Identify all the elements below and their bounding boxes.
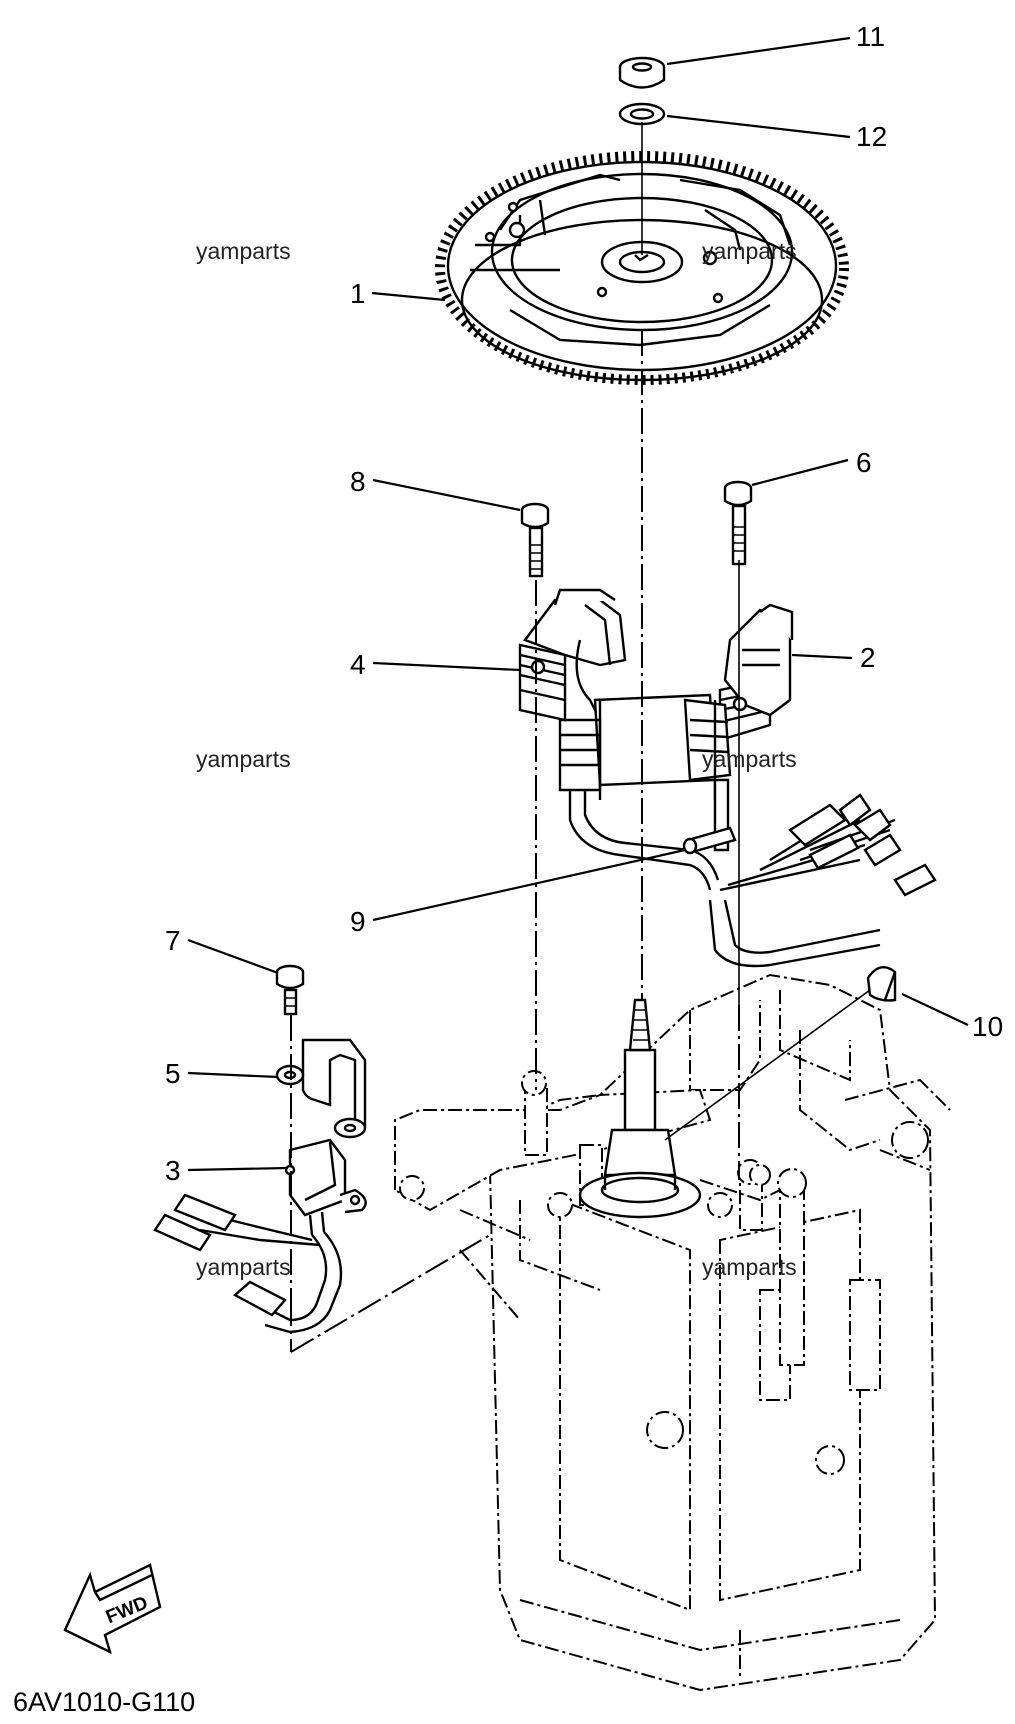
callout-3: 3 [165, 1155, 181, 1186]
part-5-bracket [275, 1038, 367, 1139]
watermark: yamparts [196, 238, 291, 264]
part-12-washer [618, 102, 666, 126]
diagram-code: 6AV1010-G110 [13, 1687, 195, 1717]
watermark: yamparts [702, 238, 797, 264]
callout-7: 7 [165, 925, 181, 956]
watermark: yamparts [702, 1254, 797, 1280]
callout-9: 9 [350, 906, 366, 937]
watermark: yamparts [196, 1254, 291, 1280]
part-4-pulser-coil [518, 588, 627, 722]
callout-4: 4 [350, 649, 366, 680]
engine-block [394, 973, 951, 1692]
part-7-screw [275, 964, 305, 1016]
callout-5: 5 [165, 1058, 181, 1089]
callout-numbers: 11 12 1 8 6 4 2 9 7 10 5 3 [165, 21, 1003, 1186]
part-10-woodruff-key [866, 966, 897, 1002]
callout-2: 2 [860, 642, 876, 673]
callout-leaders [187, 36, 969, 1172]
watermark: yamparts [196, 746, 291, 772]
watermark: yamparts [702, 746, 797, 772]
fwd-direction-arrow: FWD [63, 1563, 162, 1655]
part-11-nut [618, 56, 666, 89]
stator-coil-assembly [558, 693, 937, 968]
part-9-clamp [682, 826, 737, 855]
part-6-bolt [723, 480, 753, 566]
callout-10: 10 [972, 1011, 1003, 1042]
callout-6: 6 [856, 447, 872, 478]
callout-12: 12 [856, 121, 887, 152]
callout-8: 8 [350, 466, 366, 497]
part-2-charge-coil [718, 603, 794, 742]
callout-11: 11 [856, 21, 885, 52]
assembly-center-lines [290, 122, 871, 1353]
callout-1: 1 [350, 278, 366, 309]
part-8-bolt [520, 502, 550, 578]
watermarks: yamparts yamparts yamparts yamparts yamp… [196, 238, 797, 1280]
